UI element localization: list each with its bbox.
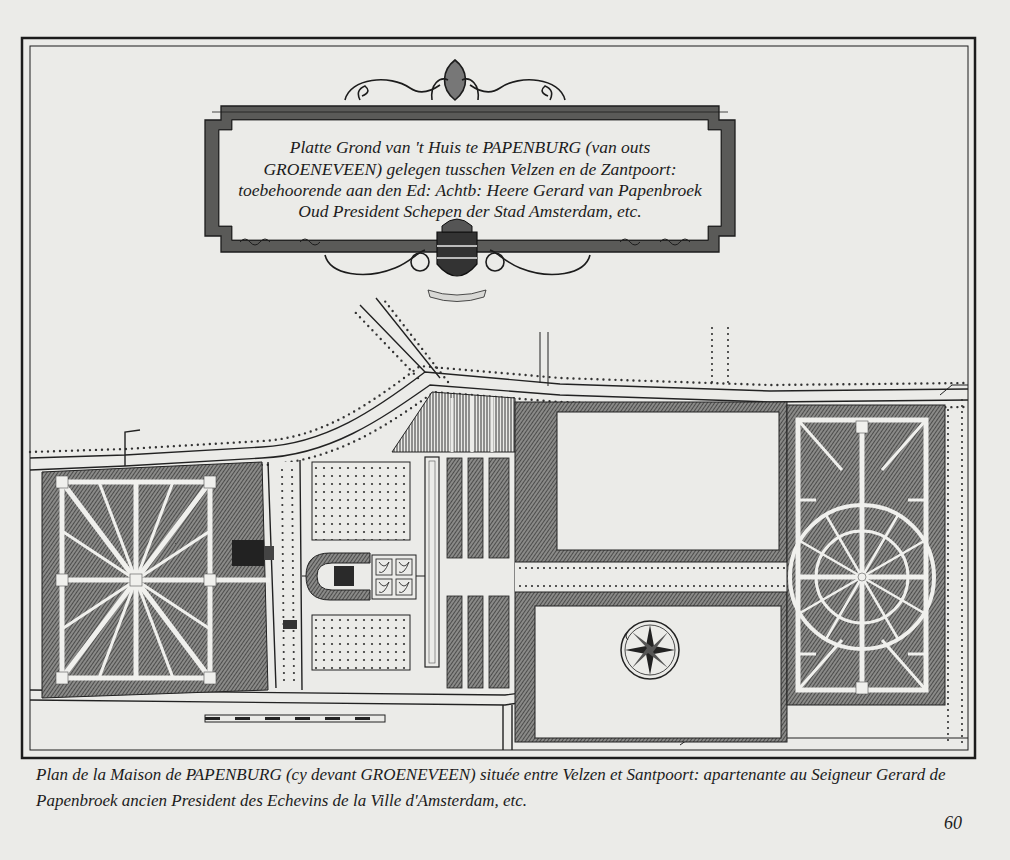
parterre-node [856,421,868,433]
cartouche-title: Platte Grond van 't Huis te PAPENBURG (v… [234,137,706,222]
cartouche-panel [219,120,721,240]
parterre-node [204,672,216,684]
parterre-paths [790,420,934,690]
parterre-node [130,574,142,586]
garden-bed [447,458,462,558]
garden-beds [447,458,509,688]
road-edge [360,298,440,378]
scroll [490,250,590,274]
parterre-path [62,482,300,678]
house-wing [264,546,274,560]
tree-row [354,300,448,382]
axis [302,576,425,577]
parterre-nodes [56,476,216,684]
flower-bed [396,579,412,595]
road-edge [540,332,548,386]
garden-bed [468,596,483,688]
volute [486,253,504,271]
flower-scroll [379,562,409,593]
inner-frame [30,46,968,750]
parterre-node [56,672,68,684]
motto-ribbon [428,290,486,302]
cartouche-frame [205,106,735,252]
garden-beds [392,392,515,452]
field [557,412,779,550]
parterre-node [204,574,216,586]
cartouche-rule [212,112,728,113]
outer-frame [22,38,975,758]
arms-band [437,246,477,258]
tree-row [282,470,294,680]
parterre-node [204,476,216,488]
compass-star [632,632,668,668]
compass-ring [621,621,679,679]
page-number: 60 [925,812,981,835]
orchard [312,615,410,670]
flower-parterre [372,555,416,599]
compass-lily [626,632,628,640]
house [232,540,264,566]
forecourt-block [334,566,354,586]
parterre-path [800,515,924,639]
coat-of-arms [437,232,477,276]
canal [425,457,439,667]
flower-bed [396,559,412,575]
court-edge [268,460,302,690]
scale-bar [205,715,385,722]
parterre-path [798,420,926,690]
scroll [358,86,551,100]
outbuilding [283,620,297,629]
road-edge [940,385,968,395]
garden-bed [468,458,483,558]
parterre-node [858,573,866,581]
canal [503,705,512,750]
garden-bed [489,458,509,558]
parterre-node [856,682,868,694]
parterre-node [56,476,68,488]
flower-bed [376,579,392,595]
scale-bar [205,717,385,720]
compass-ring [625,625,675,675]
parterre-nodes [856,421,868,694]
garden-path [452,396,492,452]
flower-beds [376,559,412,595]
parterre-paths [62,482,300,678]
road-edge [125,430,140,466]
parterre-path [62,482,210,678]
volute [411,253,429,271]
field [535,606,781,738]
flower-bed [376,559,392,575]
parterre-path [798,420,926,690]
canal [429,461,435,663]
plate-caption: Plan de la Maison de PAPENBURG (cy devan… [36,762,986,815]
right-parterre [787,405,945,705]
scroll [325,250,425,274]
garden-bed [447,596,462,688]
parterre-node [56,574,68,586]
parterre-path [798,420,926,690]
compass-star [625,625,675,675]
forecourt-hedge [306,553,370,600]
orchard [312,462,410,540]
garden-bed [489,596,509,688]
leaf [432,79,479,100]
